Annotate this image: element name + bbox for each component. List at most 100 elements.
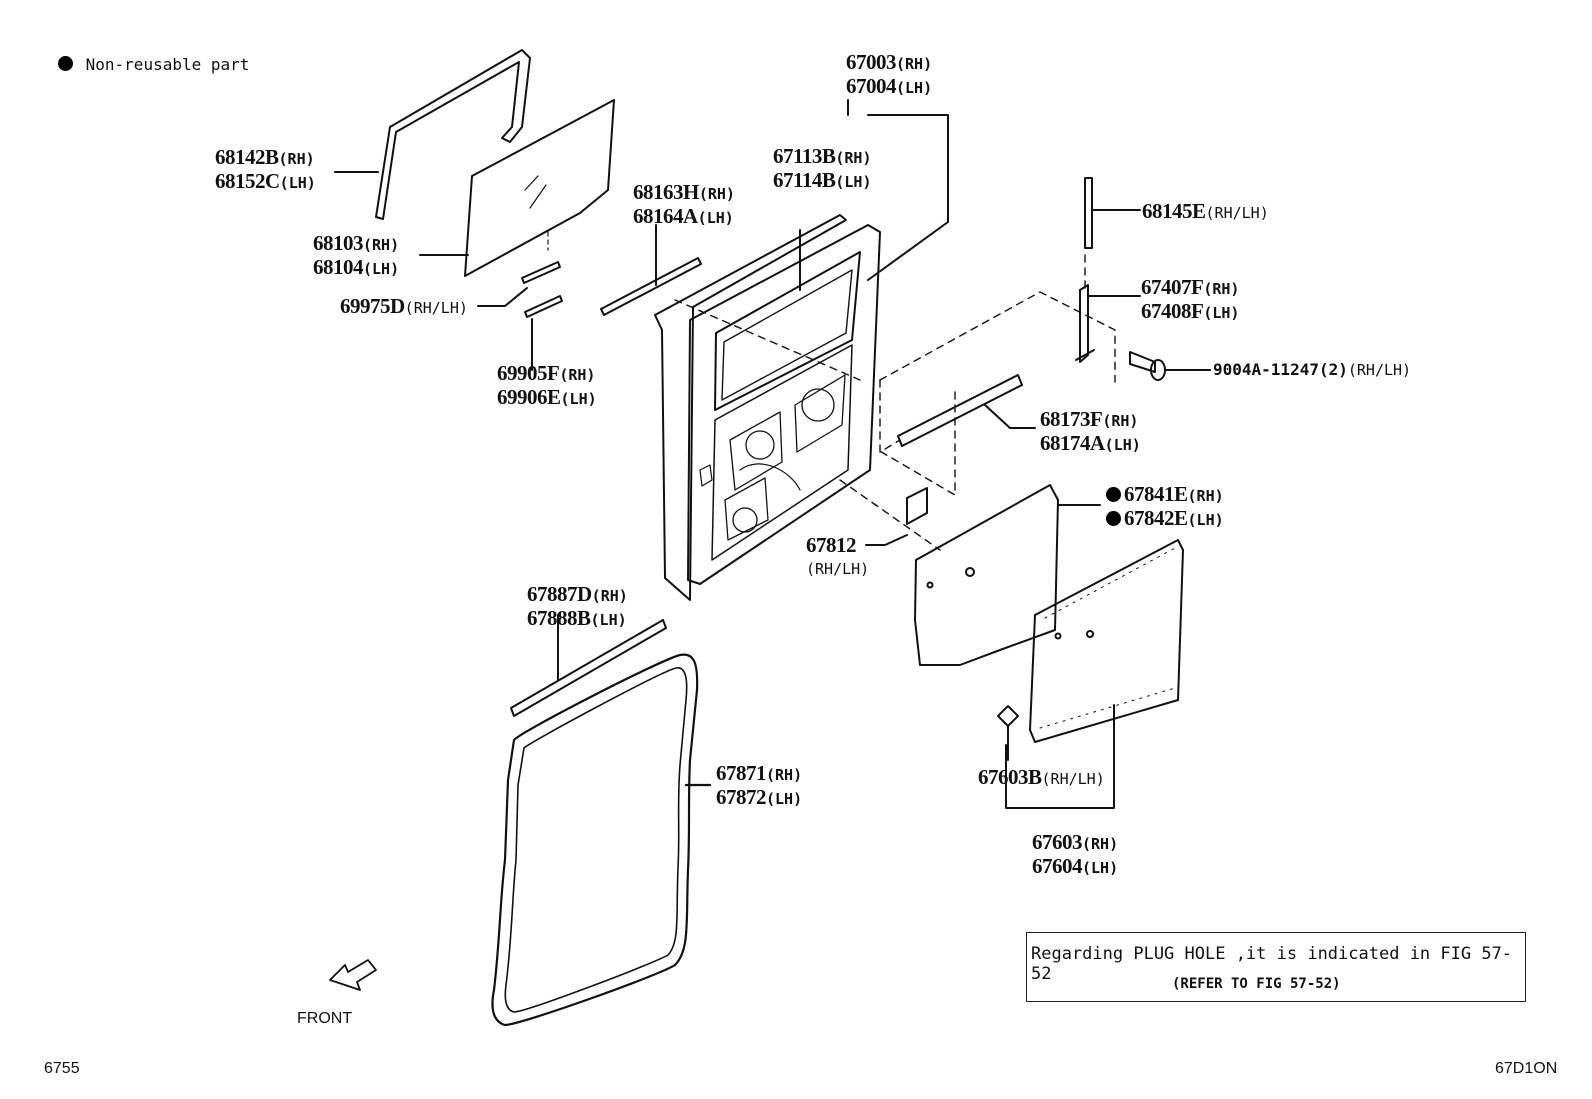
- trim-clip-drawing: [997, 705, 1019, 761]
- part-number: 68103: [313, 231, 364, 255]
- part-number: 67842E: [1124, 506, 1188, 530]
- callout-68103[interactable]: 68103(RH) 68104(LH): [313, 232, 399, 280]
- division-bar-drawing: [1084, 177, 1141, 249]
- part-suffix: (RH/LH): [1205, 204, 1269, 222]
- sliding-door-panel-drawing: [654, 99, 949, 601]
- part-number: 67003: [846, 50, 897, 74]
- callout-68163[interactable]: 68163H(RH) 68164A(LH): [633, 181, 735, 229]
- door-glass-drawing: [419, 99, 615, 277]
- part-number: 67603: [1032, 830, 1083, 854]
- part-number: 68145E: [1142, 199, 1206, 223]
- callout-67841[interactable]: 67841E(RH) 67842E(LH): [1106, 483, 1224, 531]
- part-number: 67407F: [1141, 275, 1204, 299]
- inner-weatherstrip-drawing: [897, 374, 1036, 447]
- callout-9004a[interactable]: 9004A-11247(2)(RH/LH): [1213, 359, 1411, 381]
- part-suffix: (RH): [591, 587, 628, 605]
- part-number: 69906E: [497, 385, 561, 409]
- part-number: 68152C: [215, 169, 280, 193]
- part-suffix: (LH): [363, 260, 400, 278]
- door-opening-weatherstrip-drawing: [491, 653, 712, 1027]
- callout-67603[interactable]: 67603(RH) 67604(LH): [1032, 831, 1118, 879]
- nonreusable-dot-icon: [1106, 511, 1121, 526]
- part-suffix: (RH/LH): [1041, 770, 1105, 788]
- part-suffix: (RH): [698, 185, 735, 203]
- part-number: 67871: [716, 761, 767, 785]
- part-suffix: (RH): [896, 55, 933, 73]
- service-hole-cover-drawing: [914, 484, 1101, 666]
- part-suffix: (LH): [1187, 511, 1224, 529]
- front-label: FRONT: [297, 1010, 353, 1027]
- callout-69905[interactable]: 69905F(RH) 69906E(LH): [497, 362, 597, 410]
- part-number: 67408F: [1141, 299, 1204, 323]
- bolt-drawing: [1129, 351, 1211, 381]
- figure-code: 67D1ON: [1495, 1060, 1558, 1077]
- callout-67871[interactable]: 67871(RH) 67872(LH): [716, 762, 802, 810]
- callout-67003[interactable]: 67003(RH) 67004(LH): [846, 51, 932, 99]
- part-number: 69975D: [340, 294, 405, 318]
- part-suffix: (RH/LH): [806, 560, 870, 578]
- callout-67407[interactable]: 67407F(RH) 67408F(LH): [1141, 276, 1239, 324]
- part-suffix: (RH/LH): [1347, 361, 1412, 379]
- part-number: 67841E: [1124, 482, 1188, 506]
- callout-67887[interactable]: 67887D(RH) 67888B(LH): [527, 583, 628, 631]
- part-number: 9004A-11247(2): [1213, 360, 1348, 379]
- part-suffix: (LH): [1203, 304, 1240, 322]
- part-number: 67113B: [773, 144, 836, 168]
- part-number: 67004: [846, 74, 897, 98]
- assembly-guide-lines: [674, 254, 1116, 551]
- part-number: 67114B: [773, 168, 836, 192]
- callout-68173[interactable]: 68173F(RH) 68174A(LH): [1040, 408, 1141, 456]
- part-number: 68174A: [1040, 431, 1105, 455]
- front-arrow-icon: [329, 959, 377, 991]
- part-number: 69905F: [497, 361, 560, 385]
- page-number: 6755: [44, 1060, 80, 1077]
- note-line-1: Regarding PLUG HOLE ,it is indicated in …: [1031, 944, 1513, 984]
- glass-channel-clips-drawing: [477, 261, 563, 371]
- part-number: 67887D: [527, 582, 592, 606]
- service-hole-cover-pad-drawing: [865, 487, 928, 546]
- callout-68142[interactable]: 68142B(RH) 68152C(LH): [215, 146, 316, 194]
- plug-hole-note-box: Regarding PLUG HOLE ,it is indicated in …: [1026, 932, 1526, 1002]
- part-suffix: (RH): [1203, 280, 1240, 298]
- legend-text: Non-reusable part: [85, 55, 250, 74]
- part-suffix: (LH): [279, 174, 316, 192]
- part-suffix: (RH/LH): [404, 299, 468, 317]
- part-suffix: (RH): [1187, 487, 1224, 505]
- part-suffix: (LH): [1104, 436, 1141, 454]
- part-suffix: (RH): [559, 366, 596, 384]
- note-line-2: (REFER TO FIG 57-52): [1172, 976, 1341, 992]
- part-number: 67872: [716, 785, 767, 809]
- part-suffix: (LH): [697, 209, 734, 227]
- callout-69975[interactable]: 69975D(RH/LH): [340, 295, 468, 319]
- part-number: 68173F: [1040, 407, 1103, 431]
- part-number: 67888B: [527, 606, 591, 630]
- part-suffix: (LH): [835, 173, 872, 191]
- part-suffix: (LH): [1082, 859, 1119, 877]
- callout-67812[interactable]: 67812 (RH/LH): [806, 534, 869, 580]
- glass-run-channel-drawing: [334, 49, 531, 220]
- part-suffix: (LH): [560, 390, 597, 408]
- nonreusable-dot-icon: [1106, 487, 1121, 502]
- part-suffix: (RH): [278, 150, 315, 168]
- part-number: 68163H: [633, 180, 699, 204]
- part-number: 68104: [313, 255, 364, 279]
- lower-sash-bracket-drawing: [1075, 284, 1141, 363]
- part-number: 67603B: [978, 765, 1042, 789]
- door-trim-board-drawing: [1005, 539, 1184, 809]
- part-suffix: (RH): [1082, 835, 1119, 853]
- callout-68145[interactable]: 68145E(RH/LH): [1142, 200, 1269, 224]
- lower-weatherstrip-drawing: [510, 614, 667, 717]
- callout-67603b[interactable]: 67603B(RH/LH): [978, 766, 1105, 790]
- part-suffix: (RH): [1102, 412, 1139, 430]
- part-suffix: (LH): [590, 611, 627, 629]
- legend-nonreusable: Non-reusable part: [58, 54, 249, 76]
- callout-67113[interactable]: 67113B(RH) 67114B(LH): [773, 145, 871, 193]
- part-suffix: (RH): [766, 766, 803, 784]
- part-suffix: (LH): [766, 790, 803, 808]
- part-suffix: (RH): [363, 236, 400, 254]
- outer-weatherstrip-drawing: [600, 224, 702, 316]
- part-number: 67812: [806, 533, 857, 557]
- part-number: 68142B: [215, 145, 279, 169]
- nonreusable-dot-icon: [58, 56, 73, 71]
